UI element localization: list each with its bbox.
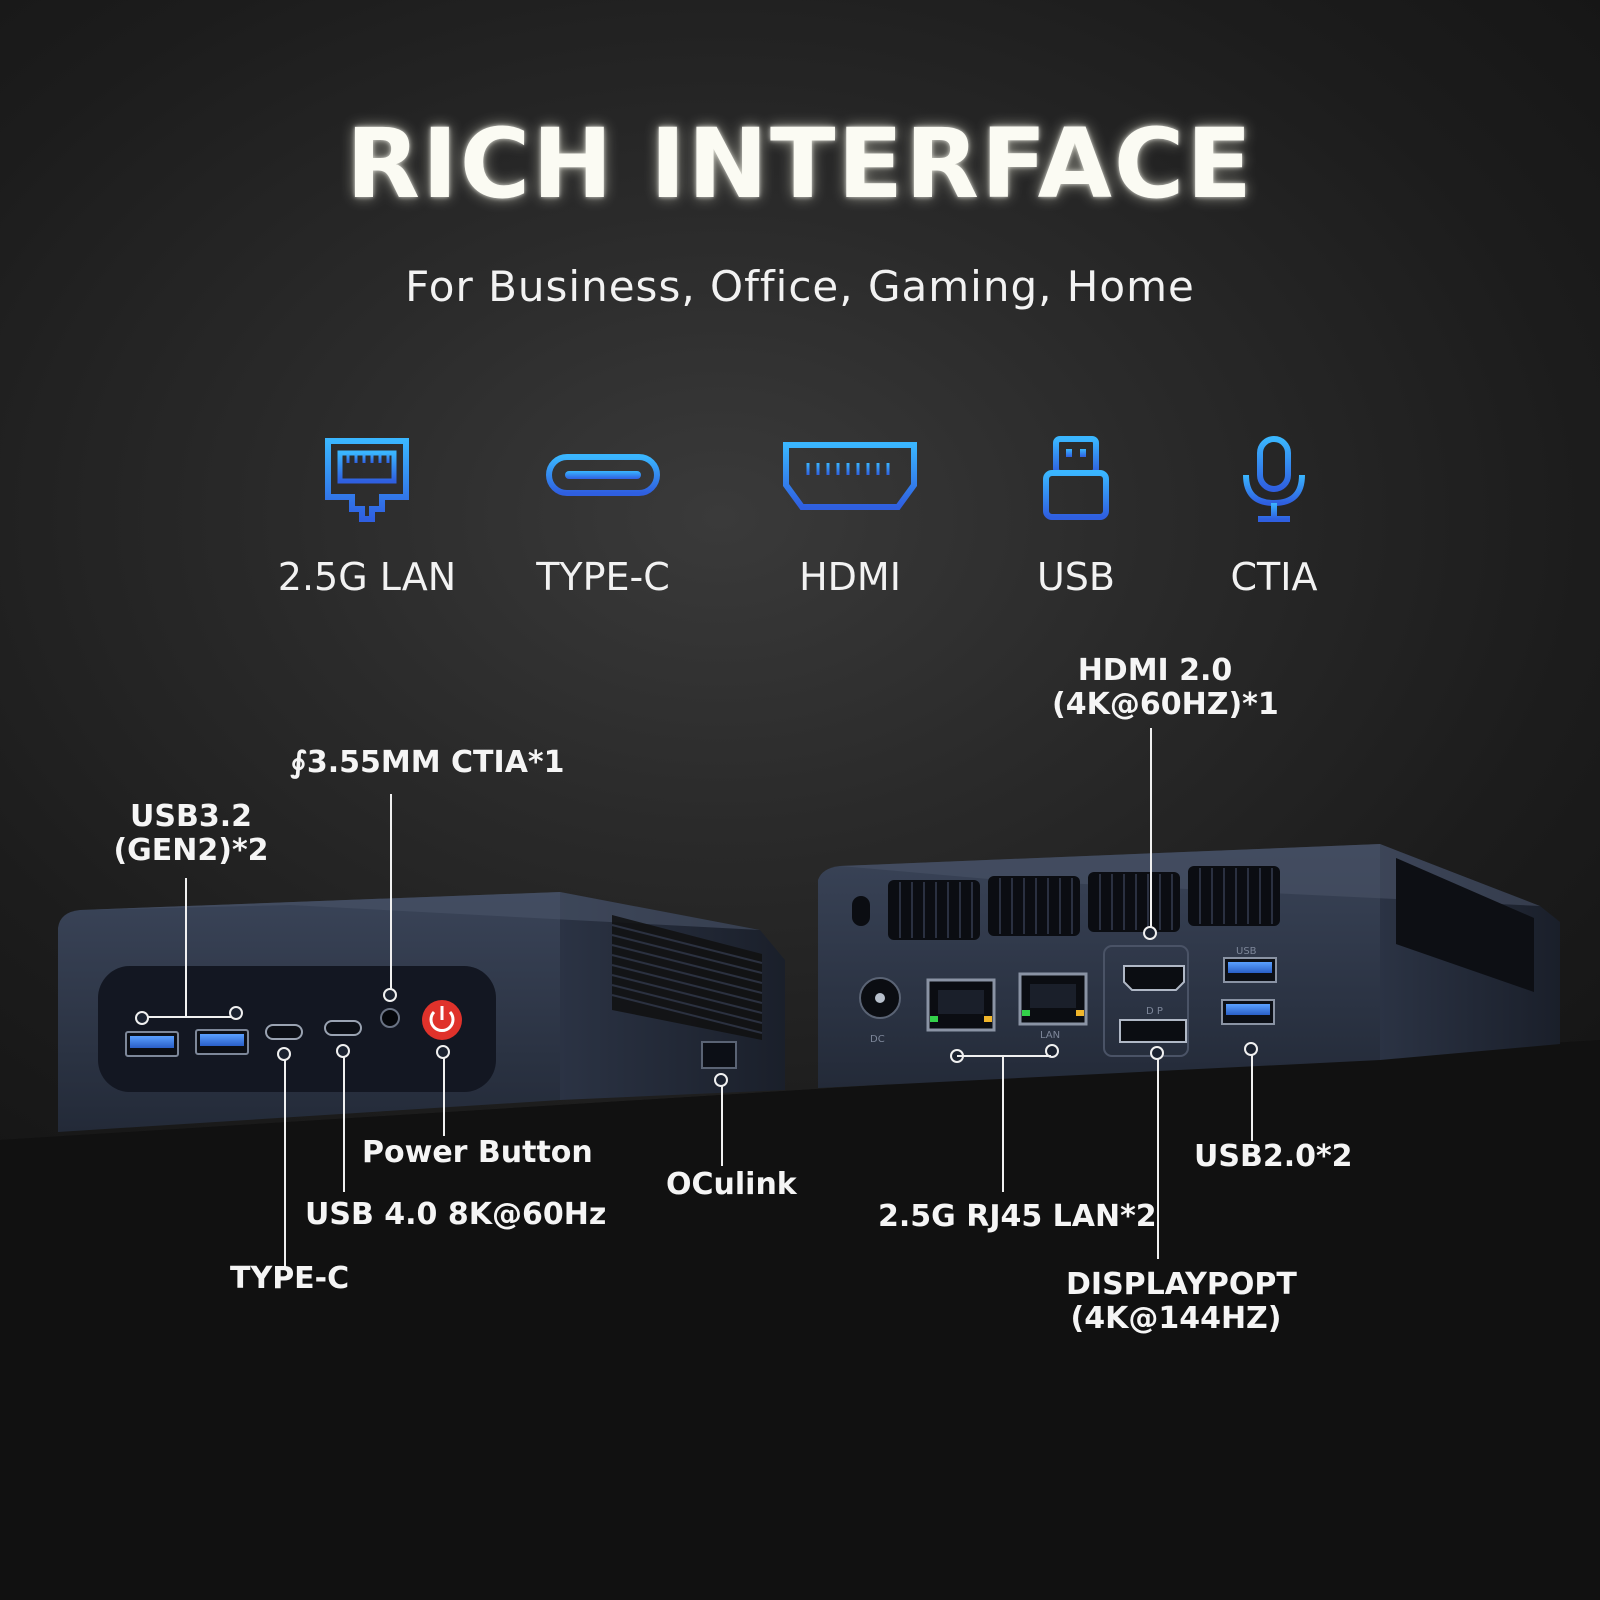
- callout-hdmi-line2: (4K@60HZ)*1: [1052, 687, 1279, 722]
- callout-usb32: USB3.2 (GEN2)*2: [108, 800, 274, 868]
- feature-ctia: CTIA: [1154, 435, 1394, 605]
- callout-power: Power Button: [362, 1135, 593, 1170]
- marker-usb32-a: [135, 1011, 149, 1025]
- rear-port-markings: DC LAN USB D P: [870, 946, 1257, 1045]
- callout-usb32-line1: USB3.2: [130, 799, 252, 834]
- callout-hdmi-line1: HDMI 2.0: [1077, 653, 1233, 688]
- feature-usb: USB: [956, 435, 1196, 605]
- marker-dp: [1150, 1046, 1164, 1060]
- callout-lan: 2.5G RJ45 LAN*2: [878, 1199, 1157, 1234]
- marker-audio: [383, 988, 397, 1002]
- callout-oculink: OCulink: [666, 1167, 797, 1202]
- lan-marking: LAN: [1040, 1030, 1060, 1041]
- marker-usb4: [336, 1044, 350, 1058]
- marker-oculink: [714, 1073, 728, 1087]
- ethernet-port-icon: [325, 438, 409, 522]
- callout-usb4: USB 4.0 8K@60Hz: [305, 1197, 607, 1232]
- usb-c-port-icon: [546, 454, 660, 496]
- callout-usb32-line2: (GEN2)*2: [113, 833, 269, 868]
- leader-usb32-h: [142, 1016, 238, 1018]
- rear-unit: [818, 844, 1560, 1088]
- feature-label-ctia: CTIA: [1230, 555, 1318, 599]
- leader-lan-h: [957, 1055, 1051, 1057]
- callout-usb20: USB2.0*2: [1194, 1139, 1353, 1174]
- marker-typec: [277, 1047, 291, 1061]
- leader-usb32: [185, 878, 187, 1018]
- feature-label-typec: TYPE-C: [536, 555, 670, 599]
- callout-dp-line1: DISPLAYPOPT: [1066, 1267, 1297, 1302]
- leader-usb4: [343, 1057, 345, 1192]
- marker-usb20: [1244, 1042, 1258, 1056]
- callout-hdmi: HDMI 2.0 (4K@60HZ)*1: [1052, 653, 1279, 722]
- feature-label-usb: USB: [1036, 555, 1115, 599]
- leader-lan: [1002, 1056, 1004, 1192]
- usb-stick-icon: [1043, 436, 1109, 520]
- feature-hdmi: HDMI: [730, 435, 970, 605]
- page-subtitle: For Business, Office, Gaming, Home: [405, 262, 1195, 311]
- marker-usb32-b: [229, 1006, 243, 1020]
- leader-audio: [390, 794, 392, 990]
- dp-marking: D P: [1146, 1006, 1163, 1017]
- callout-dp: DISPLAYPOPT (4K@144HZ): [1066, 1267, 1297, 1336]
- leader-power: [443, 1058, 445, 1136]
- leader-dp: [1157, 1059, 1159, 1259]
- callout-dp-line2: (4K@144HZ): [1070, 1301, 1282, 1336]
- microphone-icon: [1243, 436, 1305, 522]
- usb-marking: USB: [1236, 946, 1257, 957]
- feature-typec: TYPE-C: [483, 435, 723, 605]
- leader-usb20: [1251, 1055, 1253, 1141]
- feature-label-hdmi: HDMI: [799, 555, 901, 599]
- hdmi-port-icon: [783, 442, 917, 510]
- dc-marking: DC: [870, 1034, 885, 1045]
- front-unit: [58, 892, 785, 1132]
- callout-audio: ∮3.55MM CTIA*1: [290, 745, 565, 780]
- marker-lan-b: [1045, 1044, 1059, 1058]
- leader-oculink: [721, 1086, 723, 1166]
- leader-typec: [284, 1060, 286, 1268]
- feature-lan: 2.5G LAN: [247, 435, 487, 605]
- callout-typec: TYPE-C: [230, 1261, 350, 1296]
- leader-hdmi: [1150, 728, 1152, 928]
- page-title: RICH INTERFACE: [346, 108, 1254, 220]
- marker-hdmi: [1143, 926, 1157, 940]
- marker-power: [436, 1045, 450, 1059]
- feature-label-lan: 2.5G LAN: [277, 555, 457, 599]
